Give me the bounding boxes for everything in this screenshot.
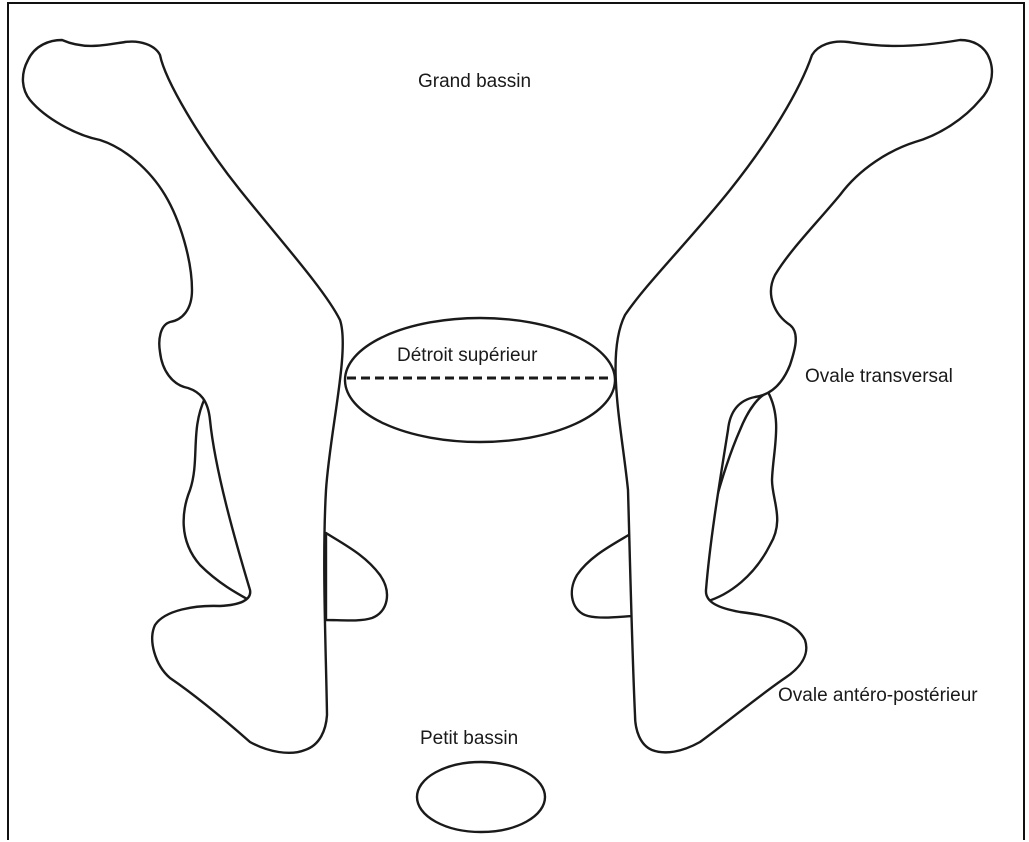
- right-iliac-column: [616, 40, 992, 752]
- left-iliac-column: [23, 40, 343, 753]
- left-hip-bone: [23, 40, 387, 753]
- label-petit-bassin: Petit bassin: [420, 728, 518, 749]
- left-pubic-knob: [326, 533, 387, 621]
- label-ovale-transversal: Ovale transversal: [805, 366, 953, 387]
- petit-bassin-oval: [417, 762, 545, 832]
- label-ovale-antero-posterieur: Ovale antéro-postérieur: [778, 685, 978, 706]
- right-pubic-knob: [572, 533, 632, 618]
- label-detroit-superieur: Détroit supérieur: [397, 345, 538, 366]
- right-hip-bone: [572, 40, 992, 752]
- detroit-superieur-oval: [345, 318, 615, 442]
- label-grand-bassin: Grand bassin: [418, 71, 531, 92]
